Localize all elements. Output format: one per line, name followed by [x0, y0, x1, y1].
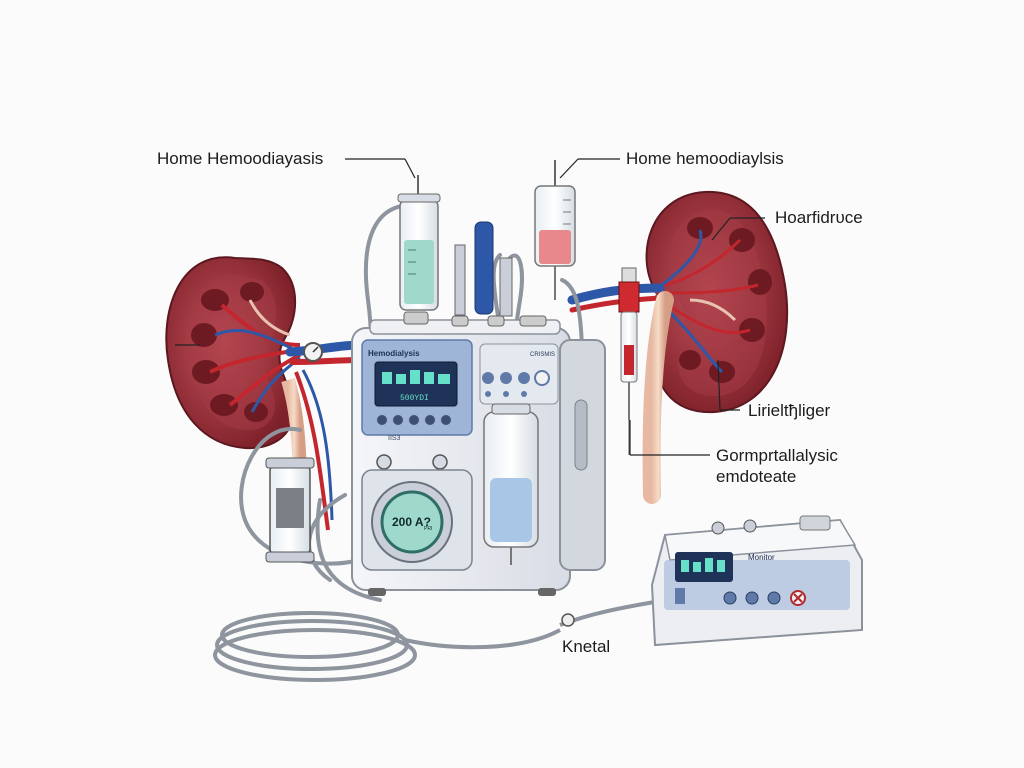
right-panel-label: CRISMIS: [530, 352, 555, 358]
label-top-right: Home hemoodiaylsis: [626, 149, 784, 168]
label-right-middle: Lirieltђliger: [748, 401, 831, 420]
dialysis-machine: Hemodialysis 500YDI CRISMIS IIS3 200 A?: [351, 319, 606, 596]
label-right-upper: Hoarfidrυce: [775, 208, 863, 227]
monitor-screen: [675, 552, 733, 582]
dial-readout: 200 A?: [392, 515, 431, 529]
right-ureter: [642, 291, 674, 504]
leader-lines: [175, 158, 765, 456]
coiled-tubing: [213, 598, 666, 682]
left-kidney: [165, 256, 301, 450]
label-bottom-center: Knetal: [562, 637, 611, 656]
label-right-lower-line1: Gormprtallalysic: [716, 446, 838, 465]
left-renal-artery: [289, 357, 363, 365]
dial-unit: PRI: [424, 526, 432, 532]
drip-chamber: [483, 403, 539, 565]
right-syringe: [618, 267, 640, 455]
dialyzer-filter: [265, 457, 315, 563]
label-right-lower-line2: emdoteate: [716, 467, 797, 486]
right-kidney: [645, 190, 789, 414]
dialysate-bag: [397, 175, 441, 311]
side-label: IIS3: [388, 435, 401, 442]
left-renal-vein: [285, 340, 365, 357]
top-connectors: [403, 311, 547, 327]
blue-column: [474, 221, 494, 315]
blood-reservoir: [534, 160, 576, 300]
bottom-connector: [561, 613, 575, 627]
pressure-gauge-left: [303, 342, 323, 362]
label-top-left: Home Hemoodiayasis: [157, 149, 324, 168]
right-renal-vein: [567, 283, 665, 305]
monitor-unit: Monitor: [650, 515, 863, 647]
screen-readout: 500YDI: [400, 394, 429, 403]
monitor-brand-label: Monitor: [748, 553, 775, 562]
machine-brand-label: Hemodialysis: [368, 349, 420, 358]
